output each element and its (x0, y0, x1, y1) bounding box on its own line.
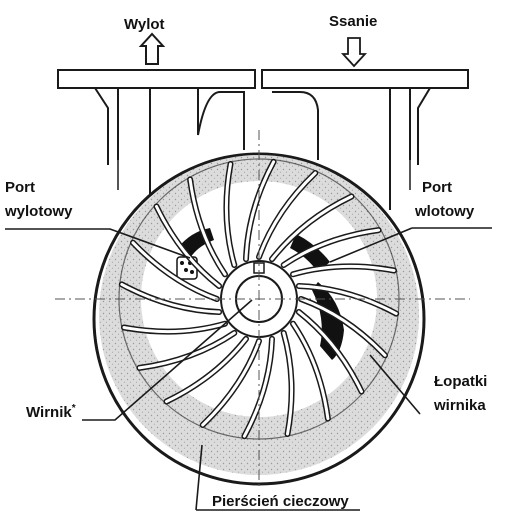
inlet-port-lower (312, 282, 344, 360)
impeller-blade-fill (120, 282, 221, 314)
impeller-blade-fill (282, 228, 381, 267)
impeller-blade-fill (291, 322, 330, 421)
outlet-label: Wylot (124, 16, 165, 33)
suction-label: Ssanie (329, 13, 377, 30)
leader-impeller (82, 299, 253, 421)
impeller-blade-fill (188, 177, 227, 276)
impeller-blade-fill (270, 195, 353, 261)
inlet-port-label-line1: Port (422, 179, 452, 196)
impeller-blade-fill (201, 339, 261, 427)
suction-channel (272, 87, 431, 210)
impeller-blade-fill (242, 337, 274, 438)
leader-blades (369, 354, 421, 415)
impeller-blade-fill (297, 284, 398, 316)
impeller-blade-fill (257, 171, 317, 259)
impeller-blade-fill (122, 322, 227, 334)
suction-flange (261, 69, 469, 89)
impeller-label-mark: * (72, 403, 76, 414)
blades-label-line1: Łopatki (434, 373, 487, 390)
leader-liquid-ring (195, 444, 360, 511)
impeller-blade-fill (291, 264, 396, 276)
arrow-down-icon (340, 37, 368, 68)
leader-outlet-port (5, 228, 191, 259)
impeller-blade-fill (165, 337, 248, 403)
impeller-blade-fill (299, 297, 387, 357)
impeller-blade-fill (131, 241, 219, 301)
outlet-port-label-line1: Port (5, 179, 35, 196)
impeller-blade-fill (297, 310, 363, 393)
outlet-flange (57, 69, 256, 89)
impeller-label: Wirnik* (26, 403, 76, 421)
blades-label-line2: wirnika (433, 397, 486, 414)
center-lines (55, 130, 470, 490)
impeller-blade-fill (244, 160, 276, 261)
impeller-blades (118, 158, 400, 440)
liquid-ring-label: Pierścień cieczowy (212, 493, 349, 510)
leader-inlet-port (329, 227, 492, 263)
inlet-port-label-line2: wlotowy (414, 203, 475, 220)
impeller-blade-fill (137, 331, 236, 370)
leader-lines (5, 227, 492, 511)
pump-housing-top (57, 69, 469, 210)
impeller-blade-fill (155, 205, 221, 288)
impeller-blade-fill (224, 162, 236, 267)
impeller-label-text: Wirnik (26, 404, 72, 421)
arrow-up-icon (138, 32, 166, 65)
outlet-port-label-line2: wylotowy (4, 203, 73, 220)
impeller-blade-fill (282, 331, 294, 436)
